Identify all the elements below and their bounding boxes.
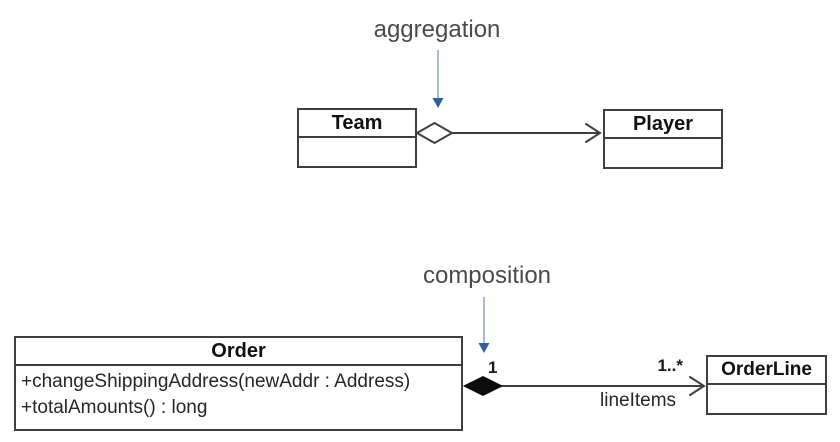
class-box-team: Team bbox=[297, 108, 417, 168]
class-box-order: Order +changeShippingAddress(newAddr : A… bbox=[14, 336, 463, 431]
role-name-label: lineItems bbox=[600, 390, 677, 411]
aggregation-pointer-arrowhead-icon bbox=[432, 98, 444, 108]
aggregation-label: aggregation bbox=[373, 16, 501, 43]
class-body-orderline bbox=[708, 385, 825, 413]
whole-multiplicity-label: 1 bbox=[488, 358, 498, 377]
composition-arrowhead-icon bbox=[689, 376, 706, 396]
class-box-orderline: OrderLine bbox=[706, 355, 827, 415]
class-name-team: Team bbox=[299, 110, 415, 138]
class-body-team bbox=[299, 138, 415, 166]
composition-pointer-arrowhead-icon bbox=[478, 343, 490, 353]
class-body-order: +changeShippingAddress(newAddr : Address… bbox=[16, 366, 461, 429]
class-box-player: Player bbox=[603, 109, 723, 169]
composition-diamond-icon bbox=[462, 375, 504, 397]
aggregation-arrowhead-icon bbox=[585, 123, 602, 143]
aggregation-diamond-icon bbox=[414, 121, 455, 145]
class-name-order: Order bbox=[16, 338, 461, 366]
class-order-operation-1: +changeShippingAddress(newAddr : Address… bbox=[21, 371, 411, 392]
class-order-operation-2: +totalAmounts() : long bbox=[21, 397, 208, 418]
composition-label: composition bbox=[422, 262, 552, 289]
class-body-player bbox=[605, 139, 721, 167]
class-name-player: Player bbox=[605, 111, 721, 139]
part-multiplicity-label: 1..* bbox=[657, 356, 683, 375]
class-name-orderline: OrderLine bbox=[708, 357, 825, 385]
